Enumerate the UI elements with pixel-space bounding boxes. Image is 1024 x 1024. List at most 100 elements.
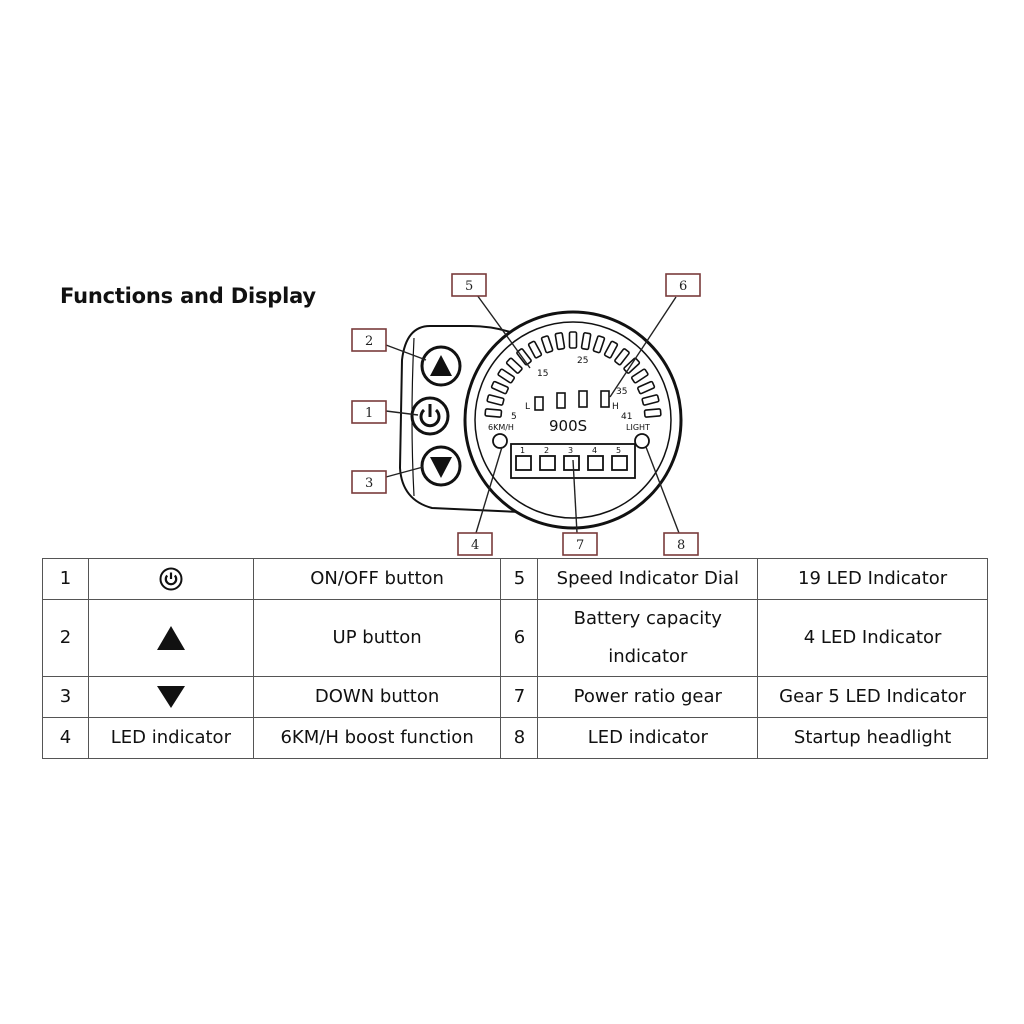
speed-label-15: 15	[537, 369, 548, 379]
svg-text:7: 7	[576, 538, 584, 553]
speed-led-segment	[603, 340, 619, 359]
callout-4: 4	[457, 532, 493, 556]
gear-led	[563, 455, 580, 471]
callout-1: 1	[351, 400, 387, 424]
gear-led	[515, 455, 532, 471]
callout-5: 5	[451, 273, 487, 297]
callout-line-6	[609, 296, 677, 398]
symbol-cell	[87, 599, 254, 677]
speed-led-segment	[568, 331, 578, 349]
row-number: 7	[500, 676, 539, 718]
svg-text:6: 6	[679, 279, 687, 294]
down-button[interactable]	[420, 445, 462, 487]
symbol-cell	[87, 676, 254, 718]
speed-label-41: 41	[621, 412, 632, 422]
power-button[interactable]	[410, 396, 450, 436]
speed-indicator-dial	[484, 331, 662, 418]
light-label: LIGHT	[626, 423, 650, 432]
callout-line-2	[385, 344, 427, 361]
speed-led-segment	[486, 394, 505, 406]
boost-label: 6KM/H	[488, 423, 514, 432]
function-description: Gear 5 LED Indicator	[757, 676, 988, 718]
row-number: 8	[500, 717, 539, 759]
row-number: 4	[42, 717, 89, 759]
row-number: 1	[42, 558, 89, 600]
gear-label: 5	[616, 446, 621, 455]
callout-2: 2	[351, 328, 387, 352]
callout-8: 8	[663, 532, 699, 556]
callout-3: 3	[351, 470, 387, 494]
battery-led	[556, 392, 566, 409]
callout-7: 7	[562, 532, 598, 556]
callout-line-5	[476, 294, 531, 369]
callout-line-4	[475, 446, 503, 534]
function-description: Startup headlight	[757, 717, 988, 759]
battery-low-label: L	[525, 402, 530, 412]
svg-text:1: 1	[365, 406, 373, 421]
table-row: 3 DOWN button 7 Power ratio gear Gear 5 …	[42, 676, 988, 718]
svg-text:2: 2	[365, 334, 373, 349]
row-number: 5	[500, 558, 539, 600]
speed-label-35: 35	[616, 387, 627, 397]
svg-text:4: 4	[471, 538, 479, 553]
function-name: Power ratio gear	[537, 676, 759, 718]
function-name: Battery capacity indicator	[537, 599, 759, 677]
speed-label-25: 25	[577, 356, 588, 366]
svg-text:8: 8	[677, 538, 685, 553]
function-name: ON/OFF button	[252, 558, 502, 600]
function-description: 4 LED Indicator	[757, 599, 988, 677]
battery-led	[578, 390, 588, 408]
boost-led-indicator	[492, 433, 508, 449]
speed-led-segment	[637, 380, 656, 395]
gear-label: 3	[568, 446, 573, 455]
svg-text:3: 3	[365, 476, 373, 491]
speed-led-segment	[505, 357, 523, 374]
battery-capacity-indicator: L H	[525, 390, 619, 412]
speed-led-segment	[527, 340, 543, 359]
up-button[interactable]	[420, 345, 462, 387]
gear-led	[611, 455, 628, 471]
callout-line-3	[385, 466, 424, 478]
row-number: 6	[500, 599, 539, 677]
row-number: 3	[42, 676, 89, 718]
speed-led-segment	[497, 368, 516, 384]
battery-high-label: H	[612, 402, 619, 412]
speed-led-segment	[554, 332, 566, 351]
function-table: 1 ON/OFF button 5 Speed Indicator Dial 1…	[42, 558, 988, 759]
symbol-cell: LED indicator	[87, 717, 254, 759]
function-name: 6KM/H boost function	[252, 717, 502, 759]
function-name: UP button	[252, 599, 502, 677]
gear-led	[587, 455, 604, 471]
light-led-indicator	[634, 433, 650, 449]
symbol-cell	[87, 558, 254, 600]
row-number: 2	[42, 599, 89, 677]
gear-label: 1	[520, 446, 525, 455]
battery-led	[534, 396, 544, 411]
speed-led-segment	[643, 408, 662, 418]
speed-led-segment	[641, 394, 660, 406]
page-title: Functions and Display	[60, 284, 316, 308]
callout-line-1	[385, 410, 419, 416]
table-row: 4 LED indicator 6KM/H boost function 8 L…	[42, 717, 988, 759]
gear-label: 4	[592, 446, 597, 455]
power-icon	[159, 567, 183, 591]
table-row: 2 UP button 6 Battery capacity indicator…	[42, 599, 988, 677]
triangle-up-icon	[430, 355, 452, 376]
speed-label-5: 5	[511, 412, 517, 422]
speed-led-segment	[630, 368, 649, 384]
svg-text:5: 5	[465, 279, 473, 294]
speed-led-segment	[490, 380, 509, 395]
speed-led-segment	[614, 348, 630, 366]
speed-led-segment	[516, 348, 532, 366]
battery-led	[600, 390, 610, 408]
triangle-up-icon	[156, 626, 185, 650]
speed-led-segment	[484, 408, 503, 418]
gear-led	[539, 455, 556, 471]
function-description: 19 LED Indicator	[757, 558, 988, 600]
triangle-down-icon	[156, 686, 185, 708]
function-name: DOWN button	[252, 676, 502, 718]
power-icon	[419, 404, 441, 428]
function-name: LED indicator	[537, 717, 759, 759]
callout-line-8	[645, 446, 680, 534]
